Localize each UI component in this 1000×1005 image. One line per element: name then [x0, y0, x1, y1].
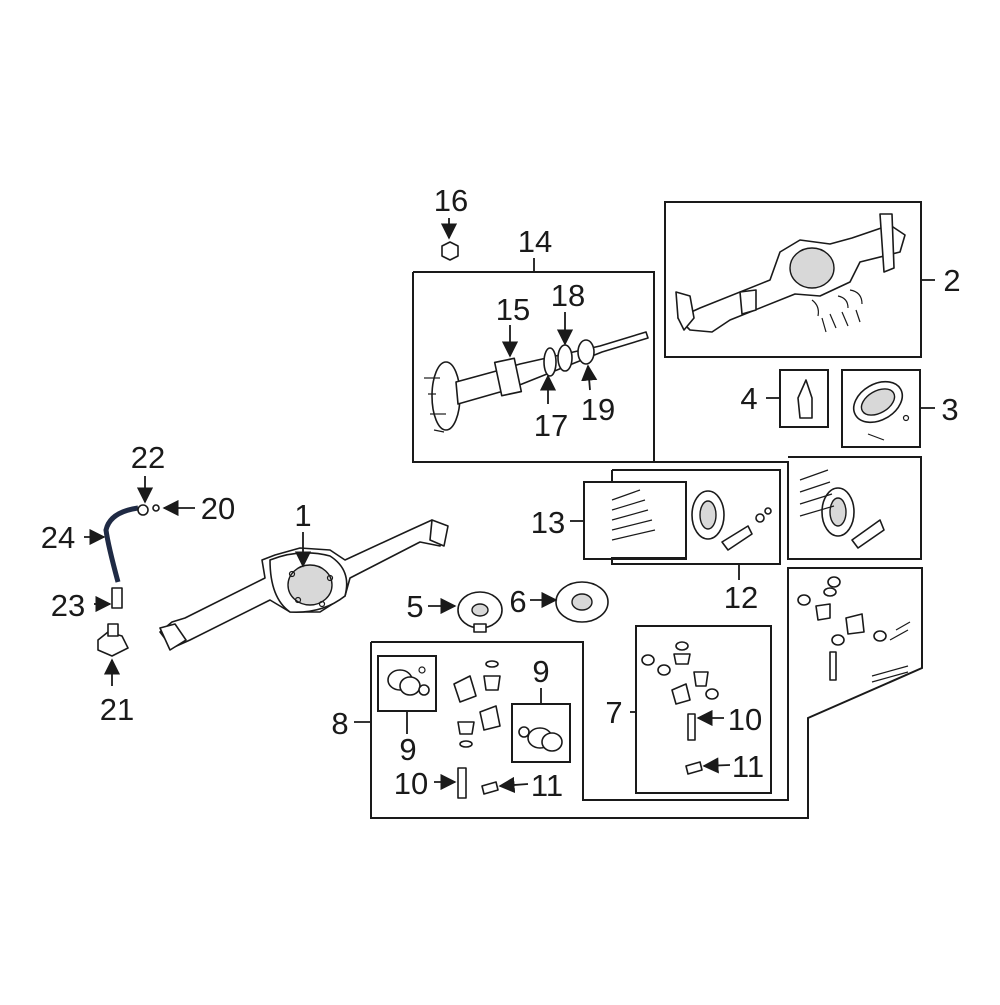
callout-9b: 9 [532, 654, 549, 689]
callout-4: 4 [740, 381, 757, 416]
group-box-13 [583, 481, 687, 560]
callout-6: 6 [509, 584, 526, 619]
group-box-8 [370, 567, 923, 819]
nut-drawing [441, 241, 459, 261]
axle-assembly-drawing [675, 213, 906, 333]
callout-1: 1 [294, 498, 311, 533]
callout-12: 12 [724, 580, 758, 615]
outer-gear-box [654, 456, 922, 560]
callout-11b: 11 [732, 749, 764, 784]
sealant-drawing [797, 379, 813, 419]
callout-2: 2 [943, 263, 960, 298]
callout-5: 5 [406, 589, 423, 624]
vent-hose-drawing [97, 504, 160, 657]
callout-8: 8 [331, 706, 348, 741]
axle-shaft-drawing [424, 331, 649, 433]
callout-9a: 9 [399, 732, 416, 767]
callout-11a: 11 [531, 768, 563, 803]
callout-14: 14 [518, 224, 552, 259]
callout-21: 21 [100, 692, 134, 727]
callout-10b: 10 [728, 702, 762, 737]
diff-internals-drawing [387, 576, 911, 799]
callout-16: 16 [434, 183, 468, 218]
diff-case-6-drawing [555, 581, 609, 623]
callout-20: 20 [201, 491, 235, 526]
callout-13: 13 [531, 505, 565, 540]
callout-15: 15 [496, 292, 530, 327]
callout-3: 3 [941, 392, 958, 427]
callout-23: 23 [51, 588, 85, 623]
callout-17: 17 [534, 408, 568, 443]
callout-7: 7 [605, 695, 622, 730]
callout-24: 24 [41, 520, 75, 555]
cover-drawing [852, 380, 910, 441]
diff-case-5-drawing [457, 591, 503, 633]
ring-pinion-drawing [611, 469, 885, 551]
callout-labels: 1 2 3 4 5 6 7 8 9 9 10 10 11 11 12 13 14… [41, 183, 961, 803]
axle-housing-drawing [159, 519, 449, 651]
callout-18: 18 [551, 278, 585, 313]
group-box-7 [635, 625, 772, 794]
callout-19: 19 [581, 392, 615, 427]
leader-lines [84, 218, 935, 794]
callout-10a: 10 [394, 766, 428, 801]
callout-22: 22 [131, 440, 165, 475]
